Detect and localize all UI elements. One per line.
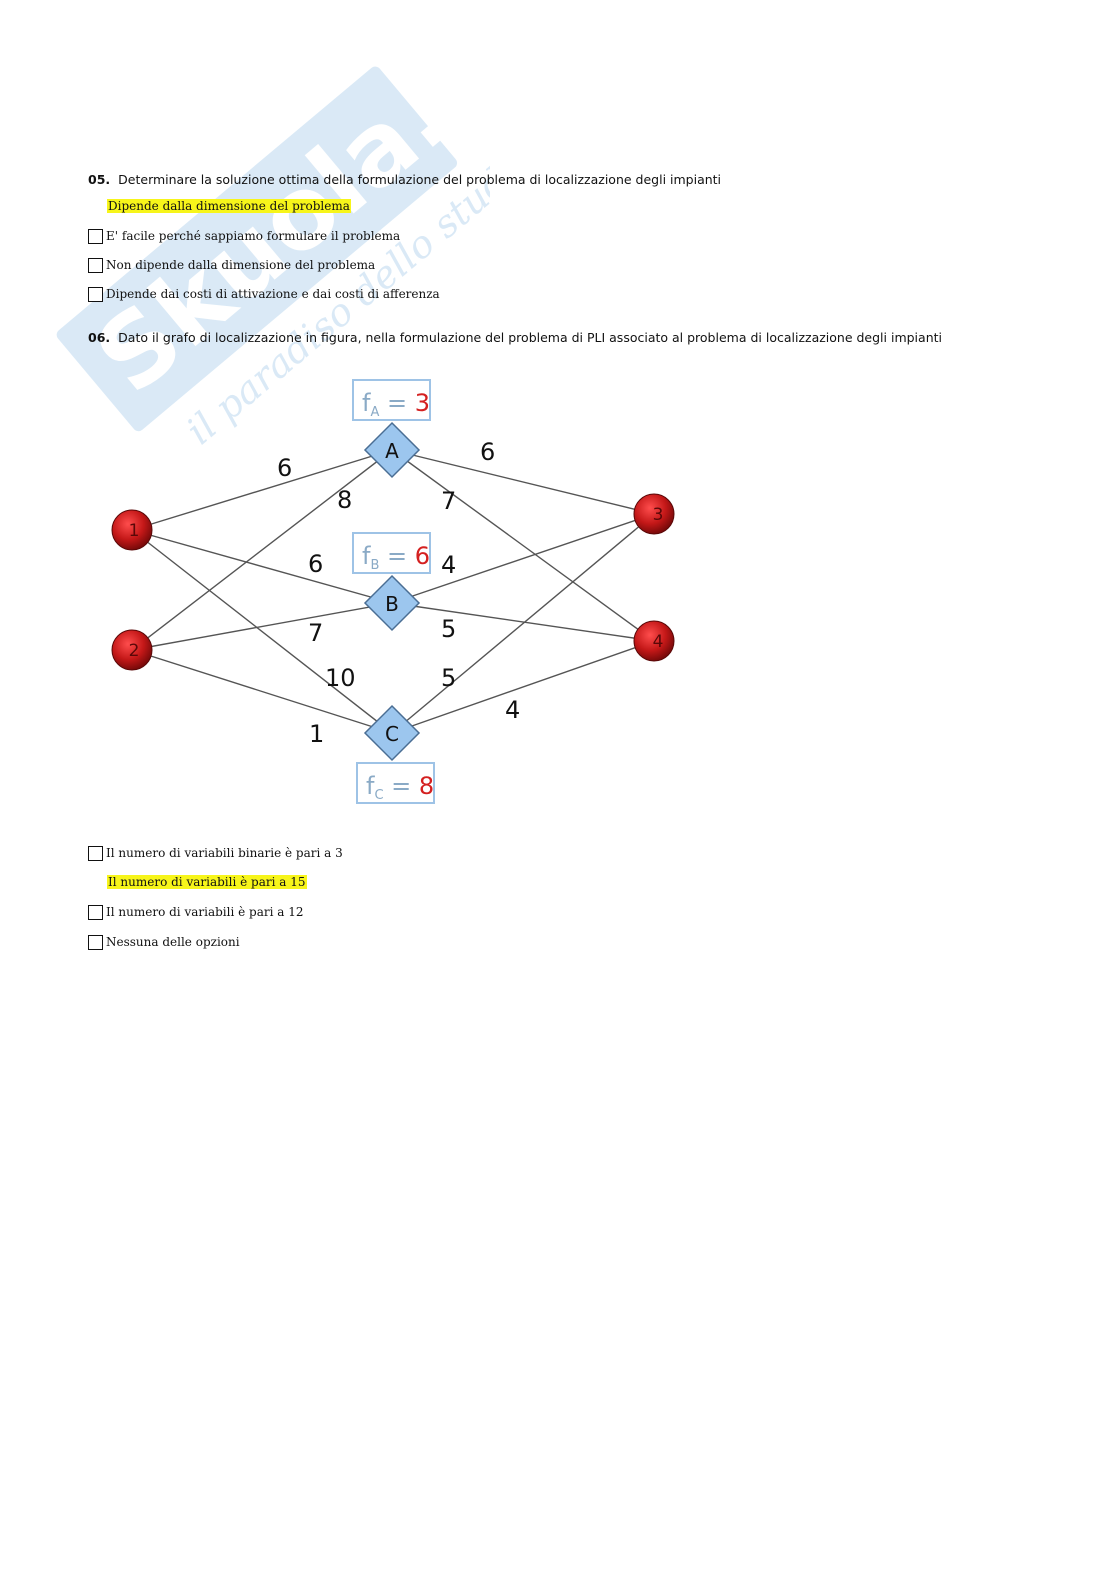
location-graph: 6 8 6 7 6 7 4 5 10 1 5 4 fA = 3 fB = 6 f… — [111, 379, 675, 804]
question-06-number: 06. — [88, 330, 111, 345]
cost-boxes: fA = 3 fB = 6 fC = 8 — [352, 379, 435, 804]
question-06-title: 06. Dato il grafo di localizzazione in fi… — [88, 330, 942, 345]
question-05-highlighted-answer: Dipende dalla dimensione del problema — [107, 199, 351, 213]
edge-label-3C: 5 — [441, 664, 456, 692]
cost-eq: = — [384, 772, 419, 800]
facility-label: B — [385, 592, 399, 616]
edge-label-4A: 7 — [441, 487, 456, 515]
edge-1-C — [131, 529, 393, 734]
client-nodes: 1 2 3 4 — [111, 493, 675, 671]
checkbox[interactable] — [88, 228, 103, 244]
client-label: 1 — [129, 521, 140, 541]
question-06-option-1[interactable]: Il numero di variabili binarie è pari a … — [88, 844, 343, 862]
edge-2-C — [131, 649, 393, 734]
facility-label: A — [385, 439, 399, 463]
edge-label-2C: 1 — [309, 720, 324, 748]
edge-label-2A: 8 — [337, 486, 352, 514]
edge-3-B — [391, 513, 655, 604]
edge-label-3B: 4 — [441, 551, 456, 579]
edge-1-A — [131, 449, 393, 531]
edge-3-A — [391, 449, 655, 515]
checkbox[interactable] — [88, 845, 103, 861]
question-05-option-3[interactable]: Dipende dai costi di attivazione e dai c… — [88, 285, 440, 303]
edge-4-B — [391, 602, 655, 642]
question-05-answer: Dipende dalla dimensione del problema — [107, 199, 351, 213]
client-node-4: 4 — [633, 620, 675, 662]
cost-label: f — [362, 542, 371, 570]
cost-sub: A — [370, 405, 379, 420]
cost-sub: C — [374, 788, 383, 803]
facility-node-C: C — [363, 704, 421, 762]
checkbox[interactable] — [88, 904, 103, 920]
edge-label-4B: 5 — [441, 615, 456, 643]
question-06-option-4[interactable]: Nessuna delle opzioni — [88, 933, 240, 951]
svg-text:fA = 3: fA = 3 — [362, 389, 430, 420]
cost-value: 3 — [415, 389, 430, 417]
client-label: 3 — [653, 505, 664, 525]
edge-label-3A: 6 — [480, 438, 495, 466]
question-06-highlighted-answer: Il numero di variabili è pari a 15 — [107, 875, 307, 889]
option-label: Dipende dai costi di attivazione e dai c… — [106, 287, 440, 301]
edge-label-1C: 10 — [325, 664, 356, 692]
cost-box-C: fC = 8 — [356, 762, 435, 804]
cost-box-A: fA = 3 — [352, 379, 431, 421]
cost-eq: = — [379, 389, 414, 417]
question-06-option-3[interactable]: Il numero di variabili è pari a 12 — [88, 903, 304, 921]
cost-label: f — [362, 389, 371, 417]
edge-label-1A: 6 — [277, 454, 292, 482]
edge-labels: 6 8 6 7 6 7 4 5 10 1 5 4 — [277, 438, 520, 748]
option-label: Nessuna delle opzioni — [106, 935, 240, 949]
edge-4-A — [391, 449, 655, 642]
facility-label: C — [385, 722, 399, 746]
client-node-3: 3 — [633, 493, 675, 535]
svg-text:fB = 6: fB = 6 — [362, 542, 430, 573]
question-06-answer: Il numero di variabili è pari a 15 — [107, 875, 307, 889]
option-label: Il numero di variabili binarie è pari a … — [106, 846, 343, 860]
edge-1-B — [131, 529, 393, 604]
question-05-text: Determinare la soluzione ottima della fo… — [118, 172, 722, 187]
edge-2-B — [131, 602, 393, 651]
edge-label-2B: 7 — [308, 619, 323, 647]
checkbox[interactable] — [88, 286, 103, 302]
edge-4-C — [391, 640, 655, 734]
question-05-title: 05. Determinare la soluzione ottima della… — [88, 172, 721, 187]
svg-text:fC = 8: fC = 8 — [366, 772, 434, 803]
question-05-option-1[interactable]: E' facile perché sappiamo formulare il p… — [88, 227, 400, 245]
edge-label-4C: 4 — [505, 696, 520, 724]
client-node-1: 1 — [111, 509, 153, 551]
cost-label: f — [366, 772, 375, 800]
option-label: Non dipende dalla dimensione del problem… — [106, 258, 376, 272]
edge-label-1B: 6 — [308, 550, 323, 578]
cost-value: 6 — [415, 542, 430, 570]
checkbox[interactable] — [88, 934, 103, 950]
checkbox[interactable] — [88, 257, 103, 273]
facility-nodes: A B C — [363, 421, 421, 762]
question-05-number: 05. — [88, 172, 111, 187]
cost-box-B: fB = 6 — [352, 532, 431, 574]
option-label: Il numero di variabili è pari a 12 — [106, 905, 304, 919]
edge-3-C — [391, 513, 655, 734]
cost-value: 8 — [419, 772, 434, 800]
facility-node-A: A — [363, 421, 421, 479]
question-06-text: Dato il grafo di localizzazione in figur… — [118, 330, 942, 345]
client-label: 2 — [129, 641, 140, 661]
edge-2-A — [131, 449, 393, 651]
facility-node-B: B — [363, 574, 421, 632]
cost-sub: B — [370, 558, 379, 573]
question-05-option-2[interactable]: Non dipende dalla dimensione del problem… — [88, 256, 375, 274]
client-node-2: 2 — [111, 629, 153, 671]
client-label: 4 — [653, 632, 664, 652]
graph-edges — [131, 449, 655, 734]
cost-eq: = — [379, 542, 414, 570]
option-label: E' facile perché sappiamo formulare il p… — [106, 229, 401, 243]
